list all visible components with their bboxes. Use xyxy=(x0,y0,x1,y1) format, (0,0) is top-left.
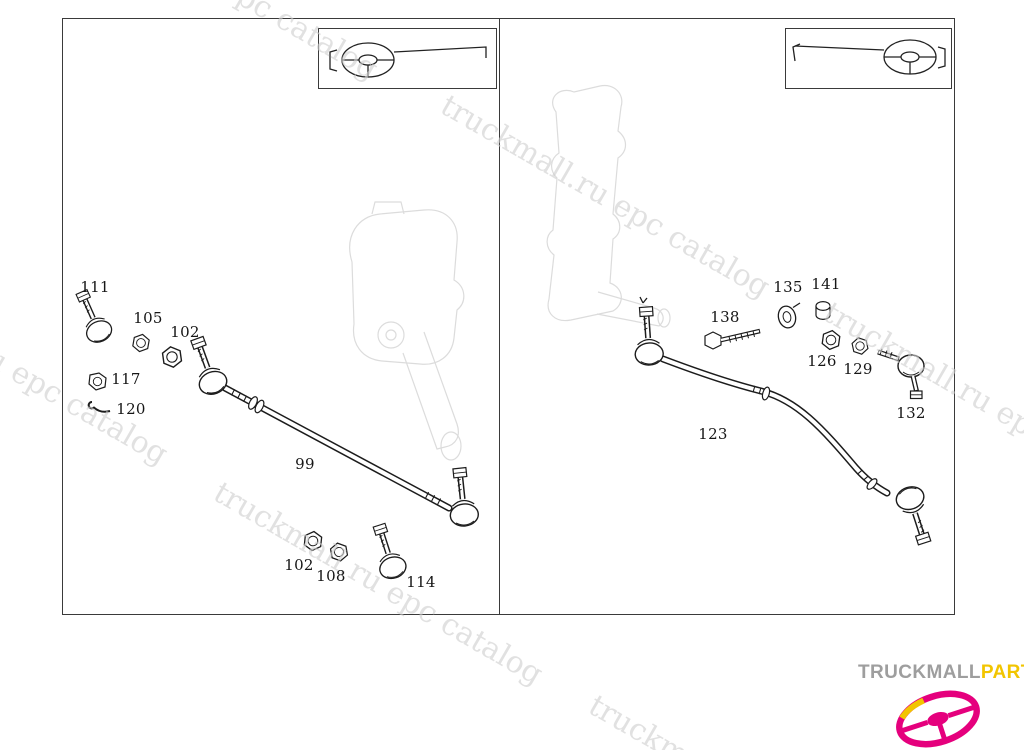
diagram-panel-right xyxy=(499,18,955,615)
logo-steering-wheel-icon xyxy=(896,690,980,748)
left-panel-gear-outline xyxy=(349,201,465,461)
part-141-bushing xyxy=(815,301,831,320)
part-label-123[interactable]: 123 xyxy=(698,425,728,443)
right-panel-gear-outline xyxy=(546,84,671,328)
logo-suffix-text: PARTS xyxy=(980,662,1024,683)
part-123-drag-link xyxy=(659,355,891,497)
steering-wheel-icon-right xyxy=(792,39,946,75)
truckmall-parts-logo: TRUCKMALLPARTS xyxy=(858,662,1024,750)
part-117-bolt xyxy=(88,372,107,391)
part-138-bolt xyxy=(704,328,761,350)
part-label-135[interactable]: 135 xyxy=(773,278,803,296)
part-label-120[interactable]: 120 xyxy=(116,400,146,418)
part-label-108[interactable]: 108 xyxy=(316,567,346,585)
right-panel-parts xyxy=(632,296,938,547)
part-label-99[interactable]: 99 xyxy=(295,455,315,473)
left-panel-parts xyxy=(70,287,480,582)
part-label-141[interactable]: 141 xyxy=(811,275,841,293)
part-label-114[interactable]: 114 xyxy=(406,573,436,591)
part-99-tie-rod xyxy=(221,384,453,512)
part-120-clip xyxy=(87,401,111,413)
cotter-pin xyxy=(639,296,648,304)
part-label-132[interactable]: 132 xyxy=(896,404,926,422)
part-label-117[interactable]: 117 xyxy=(111,370,141,388)
part-label-102[interactable]: 102 xyxy=(284,556,314,574)
logo-text: TRUCKMALLPARTS xyxy=(858,662,1024,684)
part-label-138[interactable]: 138 xyxy=(710,308,740,326)
part-label-102[interactable]: 102 xyxy=(170,323,200,341)
part-label-111[interactable]: 111 xyxy=(80,278,110,296)
part-135-clamp xyxy=(777,302,801,329)
part-132-ball-joint xyxy=(877,348,925,400)
part-label-105[interactable]: 105 xyxy=(133,309,163,327)
part-label-129[interactable]: 129 xyxy=(843,360,873,378)
logo-brand-text: TRUCKMALL xyxy=(858,662,981,683)
part-label-126[interactable]: 126 xyxy=(807,352,837,370)
steering-wheel-icon-left xyxy=(329,42,487,78)
